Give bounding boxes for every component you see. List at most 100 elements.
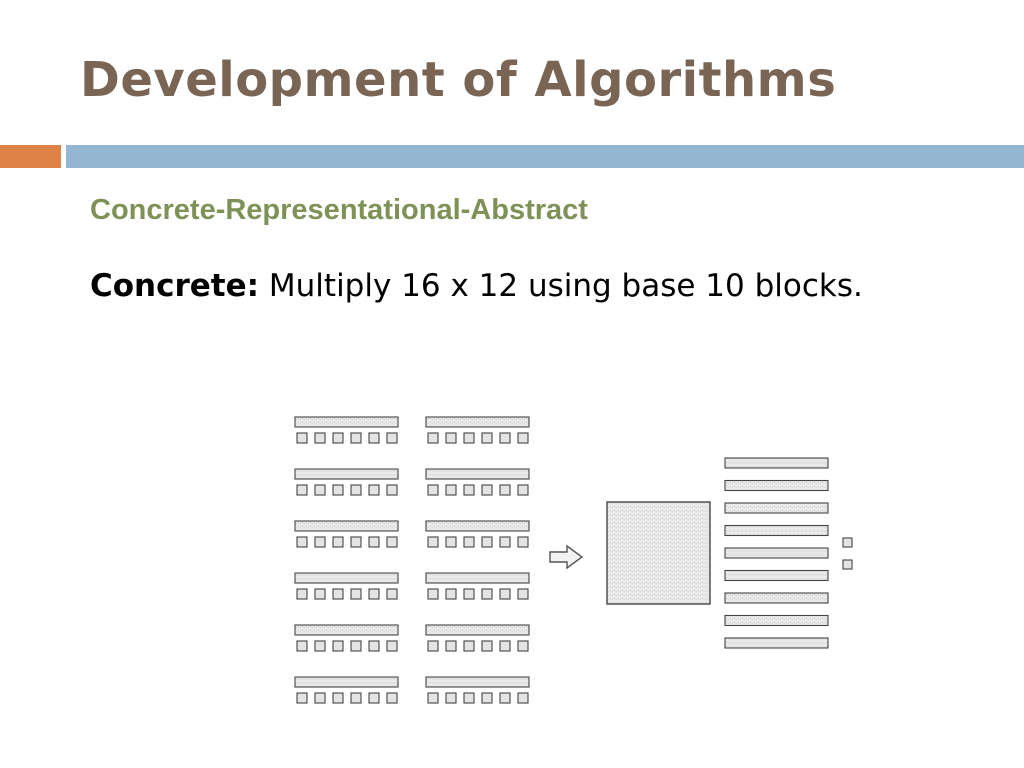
unit-cube: [517, 588, 529, 600]
unit-cube: [386, 692, 398, 704]
slide-title: Development of Algorithms: [80, 52, 837, 108]
unit-cube: [517, 484, 529, 496]
result-unit-cubes: [842, 537, 853, 570]
unit-cube: [427, 484, 439, 496]
unit-cube: [296, 536, 308, 548]
tens-rod: [294, 468, 399, 480]
tens-rod: [294, 676, 399, 688]
unit-cube: [332, 432, 344, 444]
unit-cube: [332, 484, 344, 496]
unit-cube: [517, 692, 529, 704]
unit-cube: [481, 640, 493, 652]
tens-rod: [294, 572, 399, 584]
tens-rod: [425, 520, 530, 532]
unit-cube: [368, 536, 380, 548]
unit-cube: [842, 537, 853, 548]
unit-cube: [481, 536, 493, 548]
unit-cube: [427, 432, 439, 444]
unit-cube: [517, 432, 529, 444]
unit-cube: [368, 588, 380, 600]
unit-cube: [386, 588, 398, 600]
unit-cube: [463, 536, 475, 548]
tens-rod: [724, 502, 829, 514]
unit-cube: [368, 692, 380, 704]
tens-rod: [724, 614, 829, 627]
sixteen-times-twelve-blocks: [294, 416, 530, 704]
unit-cube: [332, 692, 344, 704]
unit-cube: [499, 484, 511, 496]
unit-cube: [463, 692, 475, 704]
unit-cube: [481, 588, 493, 600]
slide-subtitle: Concrete-Representational-Abstract: [90, 194, 588, 226]
unit-cube: [427, 692, 439, 704]
unit-cube: [427, 640, 439, 652]
unit-cube: [296, 692, 308, 704]
tens-rod: [294, 520, 399, 532]
unit-cube: [463, 484, 475, 496]
unit-cube: [427, 536, 439, 548]
unit-cube: [314, 588, 326, 600]
unit-cube: [368, 484, 380, 496]
unit-cube: [296, 640, 308, 652]
unit-cube: [386, 536, 398, 548]
unit-cube: [350, 432, 362, 444]
unit-cube: [350, 640, 362, 652]
unit-cube: [314, 640, 326, 652]
unit-cube: [463, 432, 475, 444]
unit-cube: [332, 640, 344, 652]
unit-cube: [499, 588, 511, 600]
unit-cube: [350, 588, 362, 600]
accent-bar-orange: [0, 145, 61, 168]
unit-cube: [386, 484, 398, 496]
hundred-flat: [606, 501, 711, 605]
result-tens-rods: [724, 457, 829, 649]
tens-rod: [294, 416, 399, 428]
arrow-icon: [549, 544, 584, 570]
unit-cube: [386, 640, 398, 652]
unit-cube: [842, 559, 853, 570]
unit-cube: [499, 692, 511, 704]
unit-cube: [386, 432, 398, 444]
unit-cube: [314, 432, 326, 444]
tens-rod: [425, 572, 530, 584]
unit-cube: [368, 640, 380, 652]
unit-cube: [314, 692, 326, 704]
tens-rod: [425, 624, 530, 636]
unit-cube: [332, 536, 344, 548]
unit-cube: [445, 536, 457, 548]
body-text: Concrete: Multiply 16 x 12 using base 10…: [90, 268, 863, 304]
base-ten-blocks-figure: [294, 416, 853, 704]
unit-cube: [445, 484, 457, 496]
unit-cube: [445, 432, 457, 444]
unit-cube: [481, 692, 493, 704]
tens-rod: [425, 468, 530, 480]
tens-rod: [724, 569, 829, 582]
unit-cube: [296, 432, 308, 444]
accent-bar-blue: [66, 145, 1024, 168]
unit-cube: [445, 692, 457, 704]
unit-cube: [350, 536, 362, 548]
unit-cube: [481, 432, 493, 444]
unit-cube: [517, 640, 529, 652]
unit-cube: [427, 588, 439, 600]
body-lead: Concrete:: [90, 268, 260, 304]
tens-rod: [425, 416, 530, 428]
unit-cube: [463, 588, 475, 600]
body-content: Multiply 16 x 12 using base 10 blocks.: [259, 268, 863, 304]
unit-cube: [296, 484, 308, 496]
unit-cube: [499, 536, 511, 548]
tens-rod: [724, 479, 829, 492]
unit-cube: [332, 588, 344, 600]
unit-cube: [314, 484, 326, 496]
tens-rod: [724, 457, 829, 469]
unit-cube: [481, 484, 493, 496]
unit-cube: [463, 640, 475, 652]
tens-rod: [425, 676, 530, 688]
unit-cube: [368, 432, 380, 444]
unit-cube: [517, 536, 529, 548]
tens-rod: [294, 624, 399, 636]
unit-cube: [314, 536, 326, 548]
tens-rod: [724, 547, 829, 559]
unit-cube: [296, 588, 308, 600]
unit-cube: [499, 432, 511, 444]
